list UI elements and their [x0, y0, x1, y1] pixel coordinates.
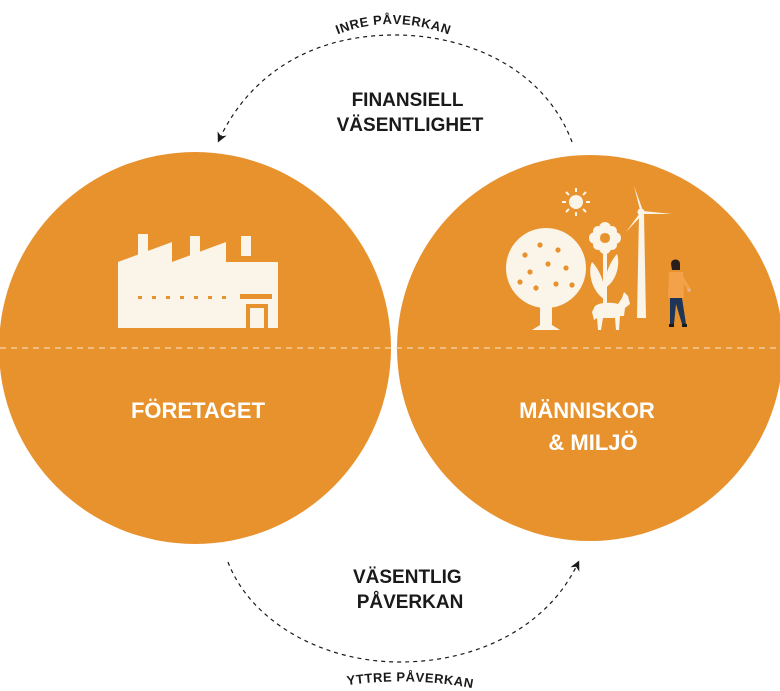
bottom-label-line-1: VÄSENTLIG	[353, 567, 462, 588]
tree-icon	[506, 228, 586, 330]
sun-icon	[562, 188, 590, 216]
flower-icon	[589, 222, 621, 306]
right-circle-label-line-2: & MILJÖ	[548, 430, 637, 455]
left-circle-label: FÖRETAGET	[131, 398, 266, 423]
right-circle-label-line-1: MÄNNISKOR	[519, 398, 655, 423]
bottom-label: VÄSENTLIG PÅVERKAN	[353, 567, 467, 613]
goat-icon	[592, 292, 630, 330]
top-label-line-2: VÄSENTLIGHET	[337, 115, 484, 136]
bottom-arc-arrow	[227, 560, 580, 663]
top-label-line-1: FINANSIELL	[352, 90, 464, 111]
person-icon	[668, 259, 691, 327]
wind-turbine-icon	[626, 186, 672, 318]
top-arc-text: INRE PÅVERKAN	[333, 12, 452, 38]
left-circle	[0, 152, 391, 544]
top-label: FINANSIELL VÄSENTLIGHET	[337, 90, 484, 136]
factory-icon	[118, 234, 278, 328]
bottom-arc-text: YTTRE PÅVERKAN	[346, 669, 475, 691]
left-circle-label-line-1: FÖRETAGET	[131, 398, 266, 423]
svg-text:YTTRE PÅVERKAN: YTTRE PÅVERKAN	[346, 669, 475, 691]
svg-text:INRE PÅVERKAN: INRE PÅVERKAN	[333, 12, 453, 38]
right-circle-label: MÄNNISKOR & MILJÖ	[519, 398, 661, 455]
bottom-label-line-2: PÅVERKAN	[357, 592, 464, 613]
top-arc-arrow	[217, 34, 573, 143]
